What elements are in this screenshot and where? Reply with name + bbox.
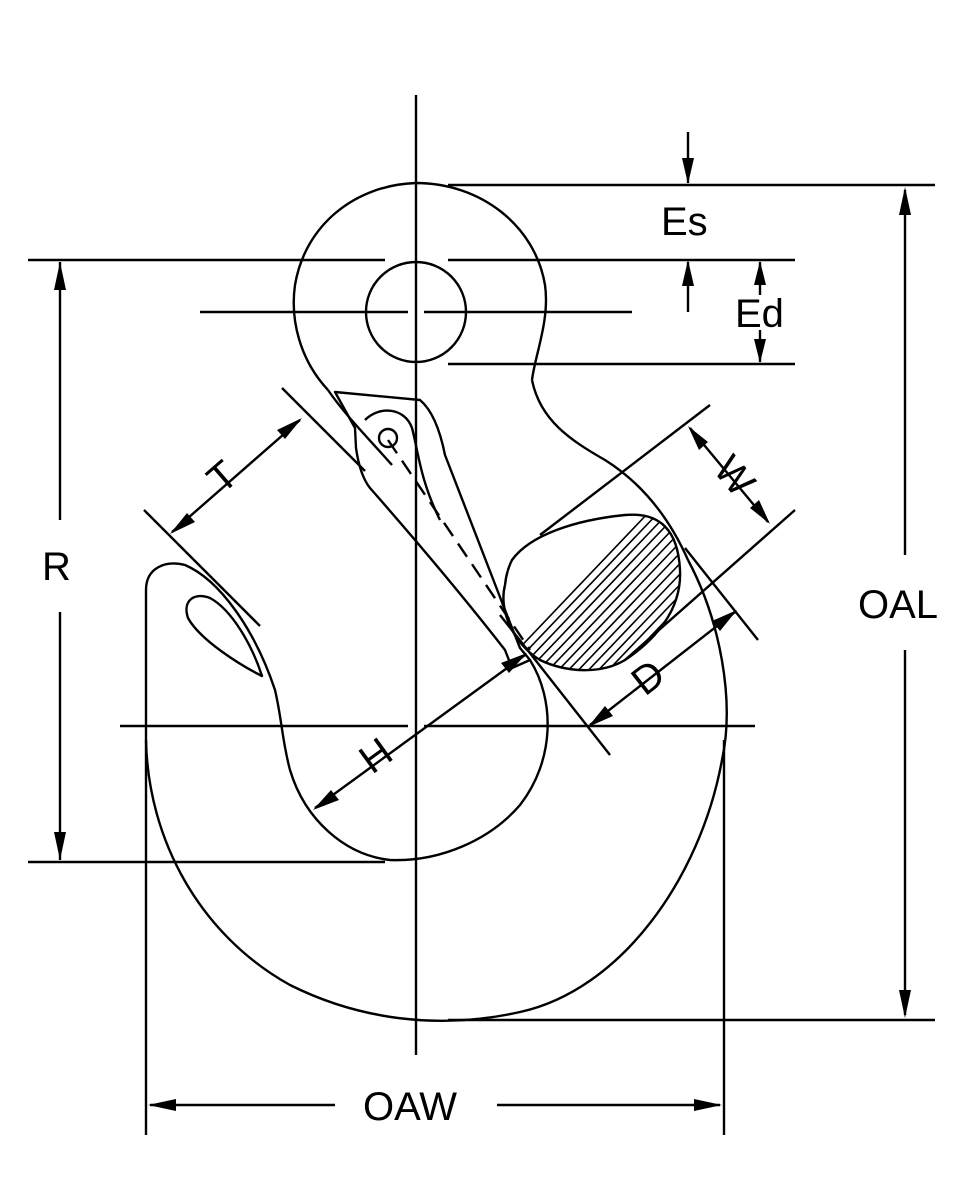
es-arrow-up <box>682 260 694 286</box>
oaw-arrow-right <box>694 1099 722 1111</box>
hook-tip-outline <box>144 562 549 862</box>
dimension-lines <box>28 132 935 1135</box>
dimension-labels: Es Ed R OAL OAW T W D H <box>42 200 938 1129</box>
d-arrow-right <box>712 610 737 631</box>
h-arrow-bottom <box>313 790 339 810</box>
shank-left-outline <box>327 389 393 466</box>
label-r: R <box>42 545 71 589</box>
ed-arrow-bottom <box>754 339 766 363</box>
hatch-line <box>509 514 681 671</box>
hatch-line <box>659 514 681 671</box>
w-extension-bottom <box>624 509 796 661</box>
oaw-arrow-left <box>148 1099 176 1111</box>
hatch-line <box>539 514 681 671</box>
t-dimension <box>171 419 301 533</box>
h-arrow-top <box>501 653 527 673</box>
label-oaw: OAW <box>363 1085 457 1129</box>
h-dimension <box>314 654 526 809</box>
eye-outline <box>292 181 548 391</box>
label-oal: OAL <box>858 583 938 627</box>
section-outline <box>502 513 682 672</box>
tip-slot-outline <box>185 594 264 678</box>
hatch-line <box>519 514 681 671</box>
label-d: D <box>623 652 673 704</box>
hatch-line <box>529 514 681 671</box>
hatch-line <box>679 514 681 671</box>
label-es: Es <box>661 200 708 244</box>
w-arrow-top <box>688 426 708 450</box>
hatch-line <box>559 514 681 671</box>
w-arrow-bottom <box>750 500 770 524</box>
label-h: H <box>351 730 400 783</box>
ed-arrow-top <box>754 261 766 285</box>
d-arrow-left <box>588 706 613 727</box>
t-arrow-left <box>170 513 195 534</box>
hook-body <box>144 181 728 1022</box>
t-extension-left <box>143 509 261 627</box>
d-extension-right <box>684 547 759 641</box>
hatch-line <box>549 514 681 671</box>
d-extension-left <box>499 614 611 756</box>
t-arrow-right <box>277 418 302 439</box>
d-dimension <box>589 611 736 726</box>
latch-pin <box>377 427 399 449</box>
oal-arrow-top <box>899 187 911 215</box>
label-ed: Ed <box>735 292 784 336</box>
es-arrow-down <box>682 158 694 184</box>
shank-right-outline <box>530 379 690 561</box>
latch-spring-dashed <box>387 439 531 651</box>
hook-outer-outline <box>144 559 728 1022</box>
oal-arrow-bottom <box>899 990 911 1018</box>
eye-hole <box>364 260 468 364</box>
label-t: T <box>199 453 246 502</box>
hatch-line <box>649 514 681 671</box>
hatch-line <box>569 514 681 671</box>
w-extension-top <box>539 404 711 536</box>
latch-body <box>364 409 442 521</box>
r-arrow-bottom <box>54 832 66 860</box>
r-arrow-top <box>54 262 66 290</box>
t-extension-right <box>281 387 366 472</box>
hatch-line <box>503 514 671 671</box>
latch-outline <box>333 390 532 670</box>
